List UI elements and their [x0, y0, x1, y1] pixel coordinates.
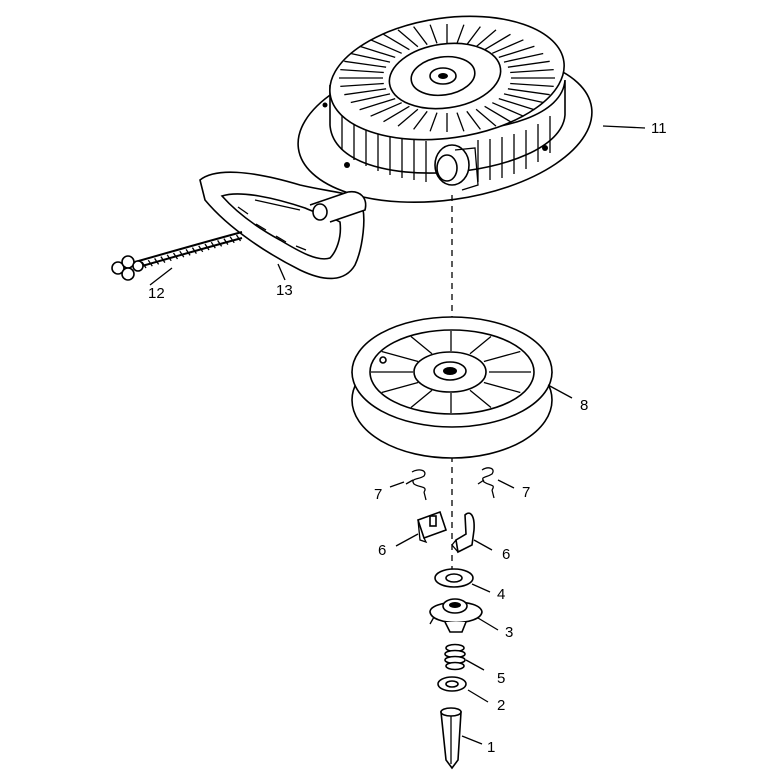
housing-slot — [370, 39, 402, 54]
housing-slot — [466, 26, 481, 46]
pawl-spring-right — [477, 467, 495, 499]
starter-rope — [111, 231, 243, 281]
housing-slot — [456, 112, 465, 132]
housing-slot — [413, 110, 428, 130]
label-part-1: 1 — [487, 739, 495, 756]
center-pin — [440, 707, 462, 770]
rope-twist — [223, 238, 229, 245]
housing-slot — [370, 102, 402, 117]
washer-lower — [437, 676, 467, 692]
pawl-right — [451, 512, 475, 554]
housing-slot — [413, 26, 428, 46]
rope-twist — [179, 250, 185, 258]
label-part-3: 3 — [505, 624, 513, 641]
rope-twist — [154, 258, 160, 265]
starter-housing — [297, 15, 593, 204]
pawl-left — [416, 510, 448, 544]
label-part-7-right: 7 — [522, 484, 530, 501]
housing-slot — [359, 45, 396, 59]
washer-upper — [434, 568, 474, 588]
housing-slot — [475, 29, 497, 48]
pulley-spoke — [469, 335, 492, 355]
housing-slot — [340, 82, 384, 88]
pulley-spoke — [381, 381, 419, 394]
housing-slot — [397, 108, 419, 127]
label-part-4: 4 — [497, 586, 505, 603]
rope-twist — [198, 245, 204, 253]
housing-slot — [510, 82, 554, 88]
rope-twist — [210, 241, 216, 249]
rope-pulley — [351, 316, 553, 459]
pulley-spoke — [410, 335, 433, 355]
housing-slot — [503, 93, 544, 104]
housing-slot — [344, 88, 387, 96]
rope-twist — [147, 259, 153, 267]
pulley-spoke — [381, 350, 419, 363]
rope-twist — [235, 234, 242, 242]
housing-slot — [397, 29, 419, 48]
rope-twist — [204, 243, 210, 251]
housing-slot — [359, 97, 396, 111]
rope-twist — [160, 256, 166, 263]
housing-slot — [383, 105, 410, 123]
housing-slot — [507, 88, 550, 96]
housing-slot — [498, 45, 535, 59]
rope-twist — [229, 236, 235, 244]
housing-slot — [475, 108, 497, 127]
label-part-5: 5 — [497, 670, 505, 687]
pulley-spoke — [483, 381, 521, 394]
label-part-13: 13 — [276, 282, 293, 299]
rope-twist — [191, 247, 197, 254]
pulley-spoke — [483, 350, 521, 363]
rope-twist — [217, 240, 223, 247]
label-part-8: 8 — [580, 397, 588, 414]
housing-slot — [466, 110, 481, 130]
pulley-spoke — [469, 389, 492, 409]
label-part-6-left: 6 — [378, 542, 386, 559]
rope-twist — [166, 254, 172, 262]
housing-slot — [503, 52, 544, 63]
housing-slot — [492, 102, 524, 117]
housing-slot — [510, 68, 554, 74]
housing-slot — [429, 112, 438, 132]
label-part-12: 12 — [148, 285, 165, 302]
housing-slot — [492, 39, 524, 54]
label-part-6-right: 6 — [502, 546, 510, 563]
pulley-spoke — [410, 389, 433, 409]
pawl-retainer — [429, 598, 483, 633]
housing-slot — [350, 93, 391, 104]
rope-twist — [172, 252, 179, 260]
housing-slot — [507, 60, 550, 68]
rope-twist — [185, 249, 191, 256]
housing-slot — [429, 24, 438, 44]
brake-spring — [444, 643, 466, 671]
housing-slot — [350, 52, 391, 63]
starter-handle — [199, 171, 367, 280]
label-part-2: 2 — [497, 697, 505, 714]
housing-slot — [340, 68, 384, 74]
label-part-11: 11 — [651, 120, 667, 137]
label-part-7-left: 7 — [374, 486, 382, 503]
housing-slot — [383, 33, 410, 51]
pawl-spring-left — [405, 469, 427, 501]
leader-lines — [149, 125, 646, 745]
housing-slot — [484, 105, 511, 123]
housing-slot — [456, 24, 465, 44]
housing-slot — [344, 60, 387, 68]
housing-slot — [484, 33, 511, 51]
housing-slot — [498, 97, 535, 111]
